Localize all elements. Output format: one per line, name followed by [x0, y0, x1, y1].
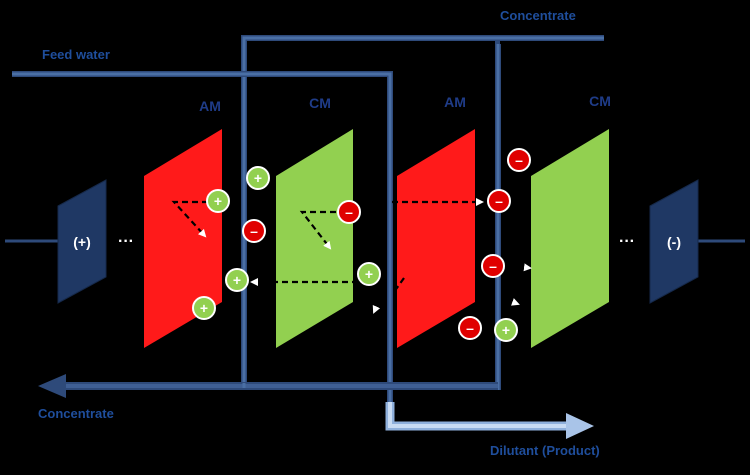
diluent-arrow-head: [566, 413, 594, 439]
anion-ion: –: [337, 200, 361, 224]
concentrate-top-label: Concentrate: [500, 8, 576, 23]
ions: + + – + + – + – – – – +: [192, 148, 531, 342]
anion-membrane-1: [144, 129, 222, 348]
anion-ion: –: [242, 219, 266, 243]
membrane-label-am-2: AM: [444, 94, 466, 110]
cation-membrane-2: [531, 129, 609, 348]
anode-electrode: [57, 179, 107, 304]
anion-ion: –: [458, 316, 482, 340]
feed-water-pipe: [12, 71, 393, 402]
concentrate-arrow-head: [38, 374, 66, 398]
ion-path-am2-down: [392, 277, 405, 301]
cation-ion: +: [494, 318, 518, 342]
concentrate-bottom-label: Concentrate: [38, 406, 114, 421]
ion-path-am1: [171, 200, 218, 238]
ion-path-cm1: [299, 210, 346, 250]
anion-ion: –: [487, 189, 511, 213]
cation-ion: +: [206, 189, 230, 213]
svg-text:–: –: [250, 223, 258, 239]
svg-text:+: +: [233, 272, 241, 288]
cathode-label: (-): [667, 234, 681, 250]
svg-text:–: –: [495, 193, 503, 209]
svg-text:–: –: [515, 152, 523, 168]
cation-ion: +: [192, 296, 216, 320]
membrane-label-cm-1: CM: [309, 95, 331, 111]
svg-text:–: –: [466, 320, 474, 336]
membrane-label-cm-2: CM: [589, 93, 611, 109]
membrane-label-am-1: AM: [199, 98, 221, 114]
svg-text:+: +: [214, 193, 222, 209]
svg-text:+: +: [200, 300, 208, 316]
anode-label: (+): [73, 234, 91, 250]
svg-text:–: –: [345, 204, 353, 220]
ion-path-cm2-down: [500, 271, 520, 306]
cathode-electrode: [649, 179, 699, 304]
concentrate-bottom-pipe: [38, 374, 498, 398]
cation-membrane-1: [276, 129, 353, 348]
cation-ion: +: [246, 166, 270, 190]
feed-water-label: Feed water: [42, 47, 110, 62]
svg-text:+: +: [502, 322, 510, 338]
svg-text:+: +: [365, 266, 373, 282]
anion-ion: –: [507, 148, 531, 172]
cation-ion: +: [357, 262, 381, 286]
dots-left: ···: [118, 233, 134, 250]
ion-path-middle-down: [371, 279, 384, 314]
svg-text:–: –: [489, 258, 497, 274]
diluent-pipe: [385, 402, 594, 439]
anion-membrane-2: [397, 129, 475, 348]
diluent-label: Dilutant (Product): [490, 443, 600, 458]
cation-ion: +: [225, 268, 249, 292]
dots-right: ···: [619, 233, 635, 250]
svg-text:+: +: [254, 170, 262, 186]
anion-ion: –: [481, 254, 505, 278]
